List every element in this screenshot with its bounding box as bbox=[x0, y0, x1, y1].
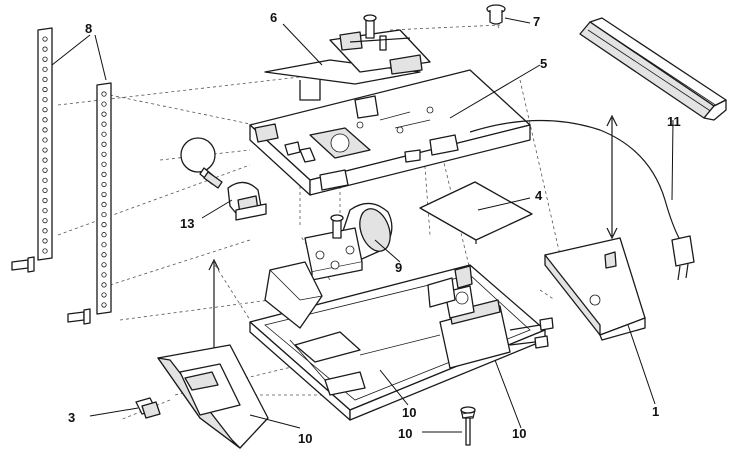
strap-hole bbox=[101, 151, 107, 157]
deflector-plate bbox=[264, 261, 323, 329]
power-cable bbox=[469, 119, 695, 281]
strap-hole bbox=[42, 36, 48, 42]
callout-13: 13 bbox=[180, 216, 194, 231]
strap-hole bbox=[42, 147, 48, 153]
motor bbox=[304, 202, 393, 281]
strap-hole bbox=[42, 76, 48, 83]
strap-hole bbox=[101, 282, 107, 288]
strap-hole bbox=[42, 107, 48, 113]
strap-hole bbox=[42, 207, 48, 214]
clip bbox=[135, 397, 161, 419]
callout-9: 9 bbox=[395, 260, 402, 275]
strap-hole bbox=[42, 167, 48, 173]
strap-hole bbox=[42, 137, 48, 143]
strap-hole bbox=[101, 242, 107, 248]
callout-8: 8 bbox=[85, 21, 92, 36]
strap-hole bbox=[101, 141, 107, 147]
strap-bolt-left bbox=[11, 256, 35, 273]
strap-hole bbox=[42, 46, 48, 52]
height-arrow-right bbox=[606, 114, 618, 240]
strap-hole bbox=[101, 161, 107, 167]
strap-bolt-right bbox=[67, 308, 91, 325]
callout-5: 5 bbox=[540, 56, 547, 71]
callout-10-housing: 10 bbox=[402, 405, 416, 420]
strap-hole bbox=[101, 302, 107, 308]
strap-hole bbox=[42, 218, 48, 224]
callout-labels: 8 6 7 5 11 4 13 9 1 3 10 10 10 10 bbox=[68, 10, 681, 446]
strap-hole bbox=[42, 66, 48, 72]
callout-4: 4 bbox=[535, 188, 543, 203]
strap-hole bbox=[42, 248, 48, 254]
strap-hole bbox=[101, 91, 107, 97]
strap-hole bbox=[42, 56, 48, 62]
strap-hole bbox=[101, 201, 107, 208]
strap-hole bbox=[101, 111, 107, 117]
lamp-cover bbox=[157, 344, 269, 449]
strap-hole bbox=[101, 131, 107, 137]
mounting-strap-right bbox=[96, 82, 112, 315]
chassis-plate bbox=[249, 69, 531, 196]
strap-hole bbox=[101, 262, 107, 268]
strap-hole bbox=[101, 292, 107, 298]
spring-screw bbox=[460, 406, 476, 446]
strap-hole bbox=[42, 228, 48, 234]
strap-hole bbox=[42, 187, 48, 194]
pin bbox=[486, 4, 506, 25]
callout-11: 11 bbox=[667, 114, 681, 129]
strap-hole bbox=[101, 252, 107, 258]
strap-hole bbox=[42, 127, 48, 133]
transformer bbox=[427, 265, 554, 369]
strap-hole bbox=[42, 177, 48, 183]
callout-3: 3 bbox=[68, 410, 75, 425]
strap-hole bbox=[101, 272, 107, 278]
strap-hole bbox=[42, 238, 48, 244]
strap-hole bbox=[101, 211, 107, 218]
strap-hole bbox=[101, 181, 107, 188]
callout-leaders bbox=[51, 17, 674, 433]
callout-10-lamp-cover: 10 bbox=[298, 431, 312, 446]
callout-10-transformer: 10 bbox=[512, 426, 526, 441]
strap-hole bbox=[42, 157, 48, 163]
strap-hole bbox=[101, 191, 107, 198]
strap-hole bbox=[42, 197, 48, 204]
strap-hole bbox=[101, 171, 107, 177]
mounting-strap-left bbox=[37, 27, 53, 261]
strap-hole bbox=[101, 101, 107, 107]
rail-profile bbox=[579, 17, 727, 121]
strap-hole bbox=[101, 121, 107, 127]
callout-6: 6 bbox=[270, 10, 277, 25]
callout-1: 1 bbox=[652, 404, 659, 419]
strap-hole bbox=[42, 86, 48, 93]
strap-hole bbox=[101, 232, 107, 238]
strap-hole bbox=[42, 96, 48, 103]
mounting-bracket bbox=[264, 14, 431, 101]
cover-box bbox=[544, 237, 646, 341]
lamp-socket bbox=[227, 181, 267, 221]
callout-7: 7 bbox=[533, 14, 540, 29]
circuit-board bbox=[419, 181, 533, 244]
strap-hole bbox=[101, 222, 107, 228]
lamp-bulb bbox=[180, 137, 223, 189]
strap-hole bbox=[42, 117, 48, 123]
callout-10-screw: 10 bbox=[398, 426, 412, 441]
